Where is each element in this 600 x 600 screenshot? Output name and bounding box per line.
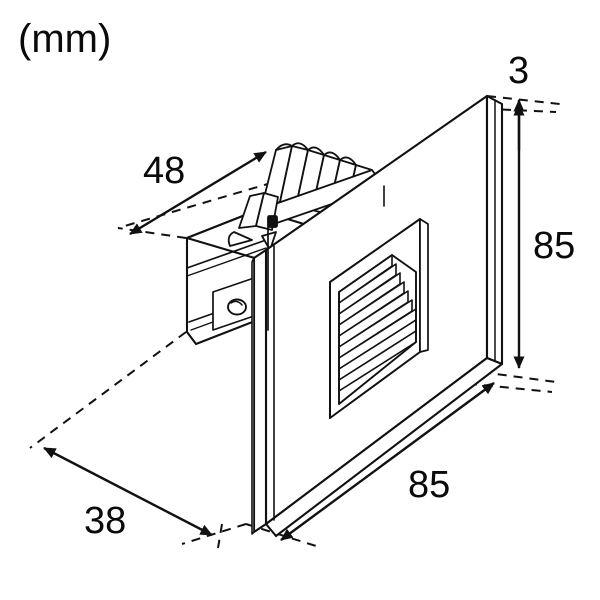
fin-top-4 bbox=[323, 151, 341, 161]
aperture-reveal bbox=[419, 218, 429, 353]
extension-line-38-lower bbox=[217, 523, 223, 549]
clip-foot-2 bbox=[261, 231, 277, 251]
stepped-louver-baffle bbox=[338, 254, 417, 405]
dimension-label-48: 48 bbox=[143, 150, 185, 192]
bezel-edge-left-inner bbox=[251, 257, 255, 535]
product-geometry bbox=[185, 94, 504, 538]
louver-outline bbox=[338, 254, 417, 405]
spring-mounting-clips bbox=[227, 192, 279, 251]
dimension-arrow-38 bbox=[43, 446, 213, 537]
dimension-label-38: 38 bbox=[84, 500, 126, 542]
dimension-label-3: 3 bbox=[508, 50, 529, 92]
extension-line-48-lower bbox=[117, 227, 187, 239]
fin-top-1 bbox=[275, 143, 293, 151]
screw-slot bbox=[230, 300, 243, 306]
dimension-label-85-width: 85 bbox=[408, 464, 450, 506]
fin-top-2 bbox=[291, 142, 309, 151]
fin-top-3 bbox=[307, 146, 325, 156]
cable-entry-screw bbox=[227, 298, 247, 316]
bezel-edge-left bbox=[252, 248, 268, 534]
bezel-edge-bottom bbox=[264, 356, 504, 538]
housing-rib-2 bbox=[186, 247, 267, 277]
dimension-label-85-height: 85 bbox=[533, 225, 575, 267]
dimension-arrow-48 bbox=[129, 150, 267, 236]
extension-line-bottom-left-38 bbox=[181, 523, 247, 545]
dimension-arrow-85-width bbox=[280, 382, 495, 541]
dimension-arrows bbox=[43, 99, 525, 541]
extension-line-38-upper bbox=[29, 331, 187, 449]
clip-foot-1 bbox=[227, 231, 253, 247]
dimension-labels: (mm) 48 3 85 85 38 bbox=[18, 17, 575, 542]
housing-rib-1 bbox=[186, 239, 267, 269]
fin-top-5 bbox=[339, 156, 357, 166]
extension-line-top-right-inner bbox=[469, 107, 557, 113]
unit-label: (mm) bbox=[18, 17, 111, 61]
aperture-and-louver bbox=[329, 218, 429, 419]
clip-pivot-block bbox=[267, 215, 278, 228]
